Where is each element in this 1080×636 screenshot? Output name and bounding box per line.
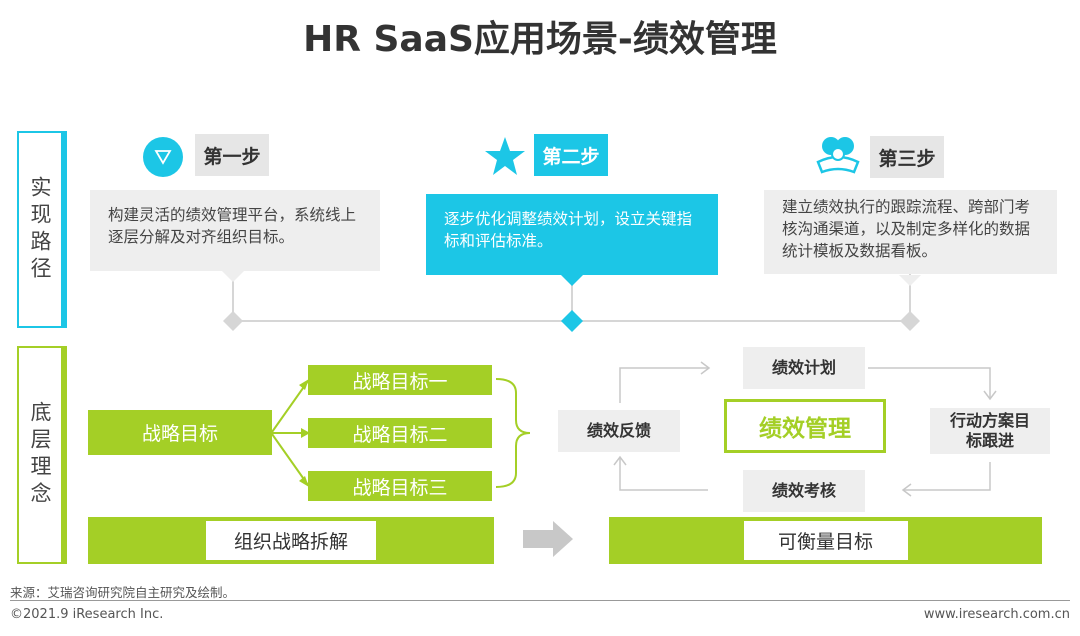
cycle-arrow-review-feedback	[619, 458, 708, 491]
triangle-icon	[143, 137, 183, 177]
timeline-diamond-2	[561, 310, 583, 332]
page-title: HR SaaS应用场景-绩效管理	[303, 19, 777, 60]
callout-pointer-2	[561, 275, 583, 286]
step-2-description: 逐步优化调整绩效计划，设立关键指标和评估标准。	[426, 194, 718, 275]
step-2-tag: 第二步	[534, 134, 608, 176]
branch-arrow-1	[271, 380, 309, 433]
copyright: ©2021.9 iResearch Inc.	[10, 607, 164, 622]
source-note: 来源：艾瑞咨询研究院自主研究及绘制。	[10, 585, 236, 600]
cycle-performance-feedback: 绩效反馈	[558, 410, 680, 452]
label-underlying-concept-text: 底层理念	[28, 401, 52, 509]
branch-arrow-3	[271, 433, 309, 486]
strategy-main: 战略目标	[88, 410, 272, 455]
callout-pointer-1	[222, 271, 244, 282]
strategy-goal-2: 战略目标二	[308, 418, 492, 448]
star-icon	[485, 137, 525, 175]
label-implementation-path-text: 实现路径	[28, 175, 52, 284]
step-3-tag: 第三步	[870, 136, 944, 178]
footer-divider	[10, 600, 1070, 601]
timeline-diamond-3	[900, 311, 920, 331]
measurable-goals-box: 可衡量目标	[743, 521, 908, 560]
cycle-arrow-plan-action	[868, 367, 991, 398]
cycle-arrow-feedback-plan	[619, 367, 708, 403]
step-1-tag: 第一步	[195, 134, 269, 176]
strategy-goal-3: 战略目标三	[308, 471, 492, 501]
bottom-bar-left: 组织战略拆解	[88, 517, 494, 564]
label-underlying-concept: 底层理念	[17, 346, 67, 564]
performance-management-core: 绩效管理	[724, 399, 886, 453]
cycle-arrow-action-review	[904, 462, 991, 491]
cycle-performance-plan: 绩效计划	[743, 347, 865, 389]
step-1-description: 构建灵活的绩效管理平台，系统线上逐层分解及对齐组织目标。	[90, 190, 380, 271]
label-implementation-path: 实现路径	[17, 131, 67, 328]
big-arrow-icon	[523, 521, 573, 557]
timeline-diamond-1	[223, 311, 243, 331]
callout-pointer-3	[899, 275, 921, 286]
cycle-performance-review: 绩效考核	[743, 470, 865, 512]
team-icon	[816, 137, 860, 174]
bottom-bar-right: 可衡量目标	[609, 517, 1042, 564]
strategy-goal-1: 战略目标一	[308, 365, 492, 395]
org-strategy-breakdown-box: 组织战略拆解	[206, 521, 376, 560]
step-3-description: 建立绩效执行的跟踪流程、跨部门考核沟通渠道，以及制定多样化的数据统计模板及数据看…	[764, 190, 1057, 274]
website-link[interactable]: www.iresearch.com.cn	[923, 607, 1070, 622]
cycle-action-plan-tracking: 行动方案目标跟进	[930, 408, 1050, 454]
goals-brace	[495, 378, 531, 488]
